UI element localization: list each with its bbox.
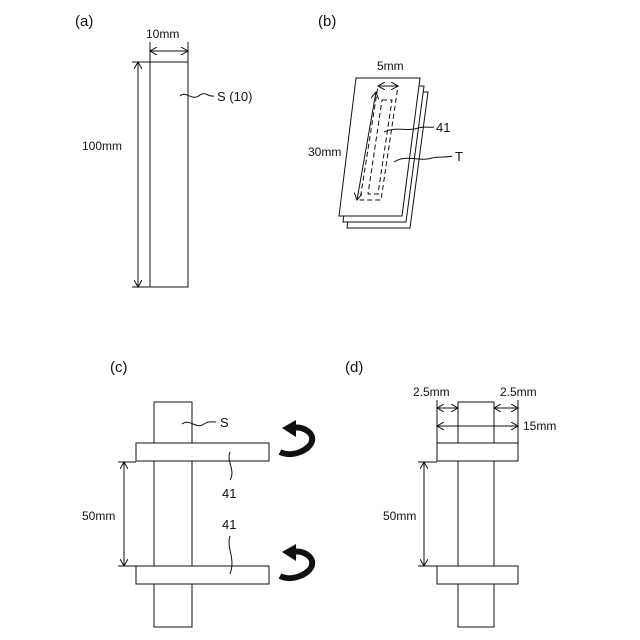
height-dimension-label: 100mm <box>82 139 122 153</box>
tape-band-top <box>136 443 269 461</box>
reference-s10: S (10) <box>217 89 252 104</box>
panel-a-label: (a) <box>75 13 93 30</box>
reference-41: 41 <box>436 120 450 135</box>
right-margin-label: 2.5mm <box>500 385 537 399</box>
gap-dimension-label-c: 50mm <box>82 509 115 523</box>
tape-height-label: 30mm <box>308 145 341 159</box>
tape-band-bottom-d <box>437 566 518 584</box>
specimen-strip-d <box>458 402 494 627</box>
panel-b-label: (b) <box>318 13 336 30</box>
reference-41-top: 41 <box>222 486 236 501</box>
reference-41-bottom: 41 <box>222 517 236 532</box>
wrap-arrow-bottom-icon <box>280 544 312 578</box>
tape-width-label: 5mm <box>377 59 404 73</box>
left-margin-label: 2.5mm <box>413 385 450 399</box>
width-dimension-label: 10mm <box>146 27 179 41</box>
panel-d: (d) 2.5mm 2.5mm 15mm 50mm <box>345 359 556 627</box>
tape-band-top-d <box>437 443 518 461</box>
panel-c-label: (c) <box>110 359 128 376</box>
reference-s: S <box>220 415 229 430</box>
panel-c: (c) S 41 41 50mm <box>82 359 312 627</box>
reference-t: T <box>455 149 463 164</box>
wrap-arrow-top-icon <box>280 420 312 454</box>
panel-a: (a) 10mm 100mm S (10) <box>75 13 252 287</box>
panel-d-label: (d) <box>345 359 363 376</box>
gap-dimension-label-d: 50mm <box>383 509 416 523</box>
specimen-strip <box>150 62 188 287</box>
total-width-label: 15mm <box>523 419 556 433</box>
specimen-strip-c <box>154 402 192 627</box>
panel-b: (b) 5mm 30mm 41 T <box>308 13 463 228</box>
tape-band-bottom <box>136 566 269 584</box>
